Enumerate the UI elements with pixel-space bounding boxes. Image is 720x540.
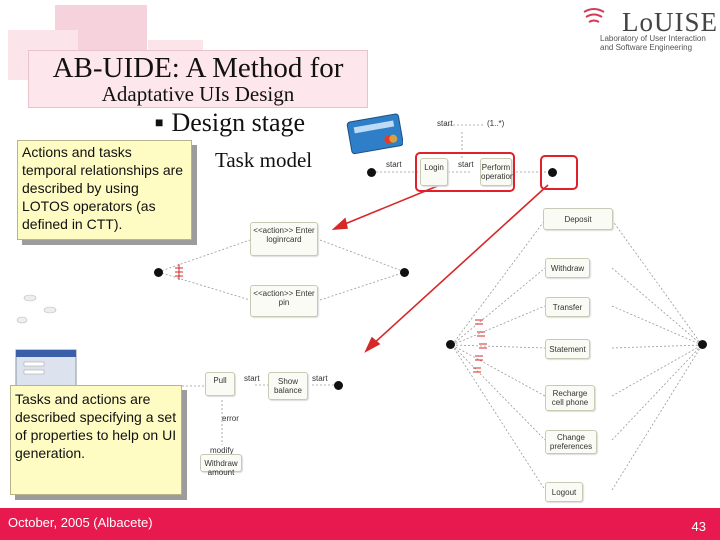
logo-subtitle-line2: and Software Engineering xyxy=(600,43,693,52)
task-show-balance: Show balance xyxy=(268,372,308,400)
task-logout: Logout xyxy=(545,482,583,502)
task-enter-logincard: <<action>> Enter loginrcard xyxy=(250,222,318,256)
slide-title: AB-UIDE: A Method for Adaptative UIs Des… xyxy=(28,50,368,108)
task-node-dot xyxy=(548,168,557,177)
footer-date: October, 2005 (Albacete) xyxy=(8,515,153,530)
title-line-2: Adaptative UIs Design xyxy=(101,82,295,106)
task-statement: Statement xyxy=(545,339,590,359)
sub-bullet-task-model: Task model xyxy=(215,148,313,172)
label-start: start xyxy=(458,160,474,169)
label-modify: modify xyxy=(210,446,234,455)
task-node-dot xyxy=(698,340,707,349)
logo-subtitle: Laboratory of User Interaction and Softw… xyxy=(600,34,718,52)
task-login: Login xyxy=(420,158,448,186)
logo-icon xyxy=(583,8,605,23)
task-transfer: Transfer xyxy=(545,297,590,317)
task-deposit: Deposit xyxy=(543,208,613,230)
highlight-end-node xyxy=(540,155,578,190)
callout-temporal-relationships: Actions and tasks temporal relationships… xyxy=(17,140,192,240)
task-tree-connectors xyxy=(157,124,703,491)
page-number: 43 xyxy=(691,519,706,534)
label-start: start xyxy=(244,374,260,383)
bullet-icon: ■ xyxy=(155,116,164,131)
callout-task-properties: Tasks and actions are described specifyi… xyxy=(10,385,182,495)
label-iteration: (1..*) xyxy=(487,119,505,128)
task-withdraw-amount: Withdraw amount xyxy=(200,454,242,477)
highlight-login-row xyxy=(415,152,515,192)
task-node-dot xyxy=(154,268,163,277)
bullet-design-stage: ■ Design stage xyxy=(155,108,305,138)
ui-mockup-thumbnail xyxy=(15,294,77,389)
task-perform-operation: Perform operation xyxy=(480,158,514,186)
task-pull: Pull xyxy=(205,372,235,396)
label-error: error xyxy=(222,414,239,423)
title-line-1: AB-UIDE: A Method for xyxy=(52,52,344,84)
logo-subtitle-line1: Laboratory of User Interaction xyxy=(600,34,706,43)
logo-name: LoUISE xyxy=(622,7,718,37)
task-recharge-cell-phone: Recharge cell phone xyxy=(545,385,595,411)
task-change-preferences: Change preferences xyxy=(545,430,597,454)
credit-card-image xyxy=(346,113,403,155)
task-node-dot xyxy=(334,381,343,390)
task-node-dot xyxy=(367,168,376,177)
bullet-text: Design stage xyxy=(171,108,306,137)
label-start: start xyxy=(437,119,453,128)
label-start: start xyxy=(386,160,402,169)
footer-bar xyxy=(0,508,720,540)
task-enter-pin: <<action>> Enter pin xyxy=(250,285,318,317)
task-node-dot xyxy=(400,268,409,277)
task-withdraw: Withdraw xyxy=(545,258,590,278)
label-start: start xyxy=(312,374,328,383)
task-node-dot xyxy=(446,340,455,349)
